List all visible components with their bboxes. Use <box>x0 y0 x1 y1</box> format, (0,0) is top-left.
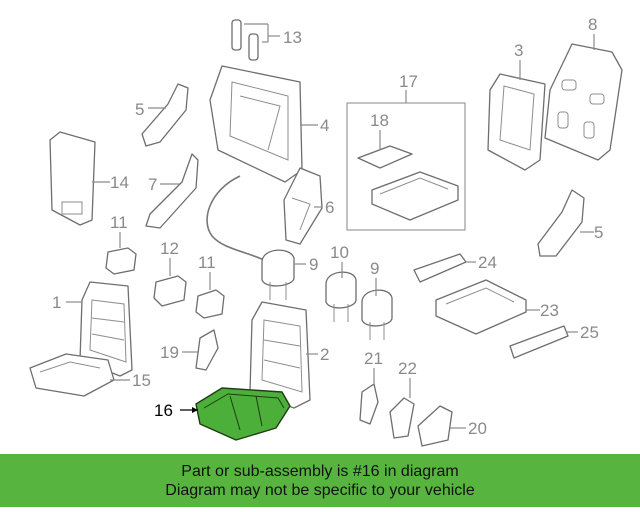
part-24-track <box>413 253 476 283</box>
part-25-trim <box>509 325 578 359</box>
part-3-back-frame <box>487 60 546 171</box>
part-17-assembly-box <box>346 90 466 231</box>
info-banner: Part or sub-assembly is #16 in diagram D… <box>0 454 640 507</box>
callout-12: 12 <box>160 239 179 258</box>
callout-17: 17 <box>399 72 418 91</box>
part-8-back-panel <box>544 34 623 161</box>
part-5-left-bracket <box>141 83 189 147</box>
part-2-seat-back <box>249 301 318 409</box>
callout-11-right: 11 <box>198 253 216 272</box>
callout-13: 13 <box>283 28 302 47</box>
callout-20: 20 <box>468 419 487 438</box>
callout-22: 22 <box>398 359 417 378</box>
callout-5-right: 5 <box>594 223 603 242</box>
callout-24: 24 <box>478 253 497 272</box>
callout-14: 14 <box>110 173 129 192</box>
part-14-rear-panel <box>49 131 110 226</box>
part-21-trim <box>359 368 379 425</box>
callout-11-left: 11 <box>110 213 128 232</box>
part-5-right-bracket <box>537 189 594 257</box>
parts-diagram: 13 8 3 4 5 14 7 <box>29 15 623 447</box>
part-6-bracket <box>283 167 323 245</box>
callout-4: 4 <box>320 116 329 135</box>
callout-25: 25 <box>580 323 599 342</box>
callout-18: 18 <box>370 111 389 130</box>
banner-line-1: Part or sub-assembly is #16 in diagram <box>181 462 459 480</box>
part-4-seat-back-frame <box>209 65 318 183</box>
part-20-cover <box>417 405 466 447</box>
part-23-track-assembly <box>435 279 540 335</box>
part-9-headrest <box>261 249 306 300</box>
banner-line-2: Diagram may not be specific to your vehi… <box>165 481 475 499</box>
part-10-headrest <box>325 262 357 322</box>
callout-2: 2 <box>320 345 329 364</box>
part-13-bolts <box>231 19 280 61</box>
callout-9-right: 9 <box>370 259 379 278</box>
callout-16: 16 <box>154 401 173 420</box>
callout-10: 10 <box>330 243 349 262</box>
callout-8: 8 <box>588 15 597 34</box>
part-7-bracket <box>145 153 199 229</box>
part-16-highlighted-cushion <box>180 387 291 441</box>
callout-21: 21 <box>364 349 383 368</box>
callout-5-left: 5 <box>135 100 144 119</box>
callout-23: 23 <box>540 301 559 320</box>
part-11-left-guide <box>105 232 137 275</box>
part-1-seat-back <box>66 281 133 377</box>
part-19-bracket <box>182 329 219 371</box>
callout-1: 1 <box>52 293 61 312</box>
part-11-right-guide <box>195 272 225 319</box>
cable <box>206 175 269 263</box>
callout-6: 6 <box>325 198 334 217</box>
part-12-guide <box>153 258 187 307</box>
callout-19: 19 <box>160 343 179 362</box>
part-22-trim <box>389 378 415 439</box>
callout-15: 15 <box>132 371 151 390</box>
callout-7: 7 <box>148 175 157 194</box>
callout-9-left: 9 <box>309 255 318 274</box>
part-15-cushion <box>29 353 130 397</box>
part-9-right-headrest <box>361 278 393 340</box>
callout-3: 3 <box>514 41 523 60</box>
